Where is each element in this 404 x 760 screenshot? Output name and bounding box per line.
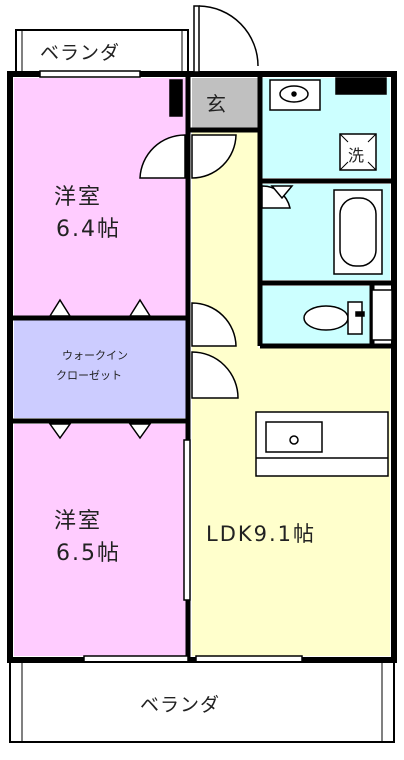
kitchen-counter xyxy=(255,411,389,477)
door-swings xyxy=(139,134,291,399)
room-western-top xyxy=(14,78,186,316)
room-western-top-label: 洋室 6.4帖 xyxy=(54,182,121,246)
washer-label: 洗 xyxy=(348,146,365,165)
entrance-door xyxy=(193,5,259,73)
balcony-bottom-label: ベランダ xyxy=(140,694,221,716)
room-western-top-size: 6.4帖 xyxy=(56,217,121,242)
closet-label-line1: ウォークイン xyxy=(62,349,128,362)
balcony-bottom xyxy=(9,661,395,743)
entrance-label: 玄 xyxy=(206,92,226,116)
washbasin xyxy=(269,79,321,111)
room-western-bottom-name: 洋室 xyxy=(54,509,103,534)
room-western-bottom xyxy=(14,424,186,656)
room-western-bottom-label: 洋室 6.5帖 xyxy=(54,506,121,570)
washing-machine xyxy=(339,133,377,171)
closet-label: ウォークイン クローゼット xyxy=(56,346,128,386)
toilet-fixture xyxy=(303,301,365,335)
entrance xyxy=(192,78,258,130)
room-western-bottom-size: 6.5帖 xyxy=(56,541,121,566)
balcony-top xyxy=(15,29,189,73)
balcony-top-label: ベランダ xyxy=(40,42,121,64)
room-western-top-name: 洋室 xyxy=(54,185,103,210)
bathtub xyxy=(333,189,383,275)
closet-door-markers xyxy=(48,185,294,440)
ldk-label: LDK9.1帖 xyxy=(206,522,317,546)
room-ldk xyxy=(192,348,390,656)
walk-in-closet xyxy=(14,320,186,418)
windows xyxy=(39,70,393,663)
closet-label-line2: クローゼット xyxy=(56,369,122,382)
